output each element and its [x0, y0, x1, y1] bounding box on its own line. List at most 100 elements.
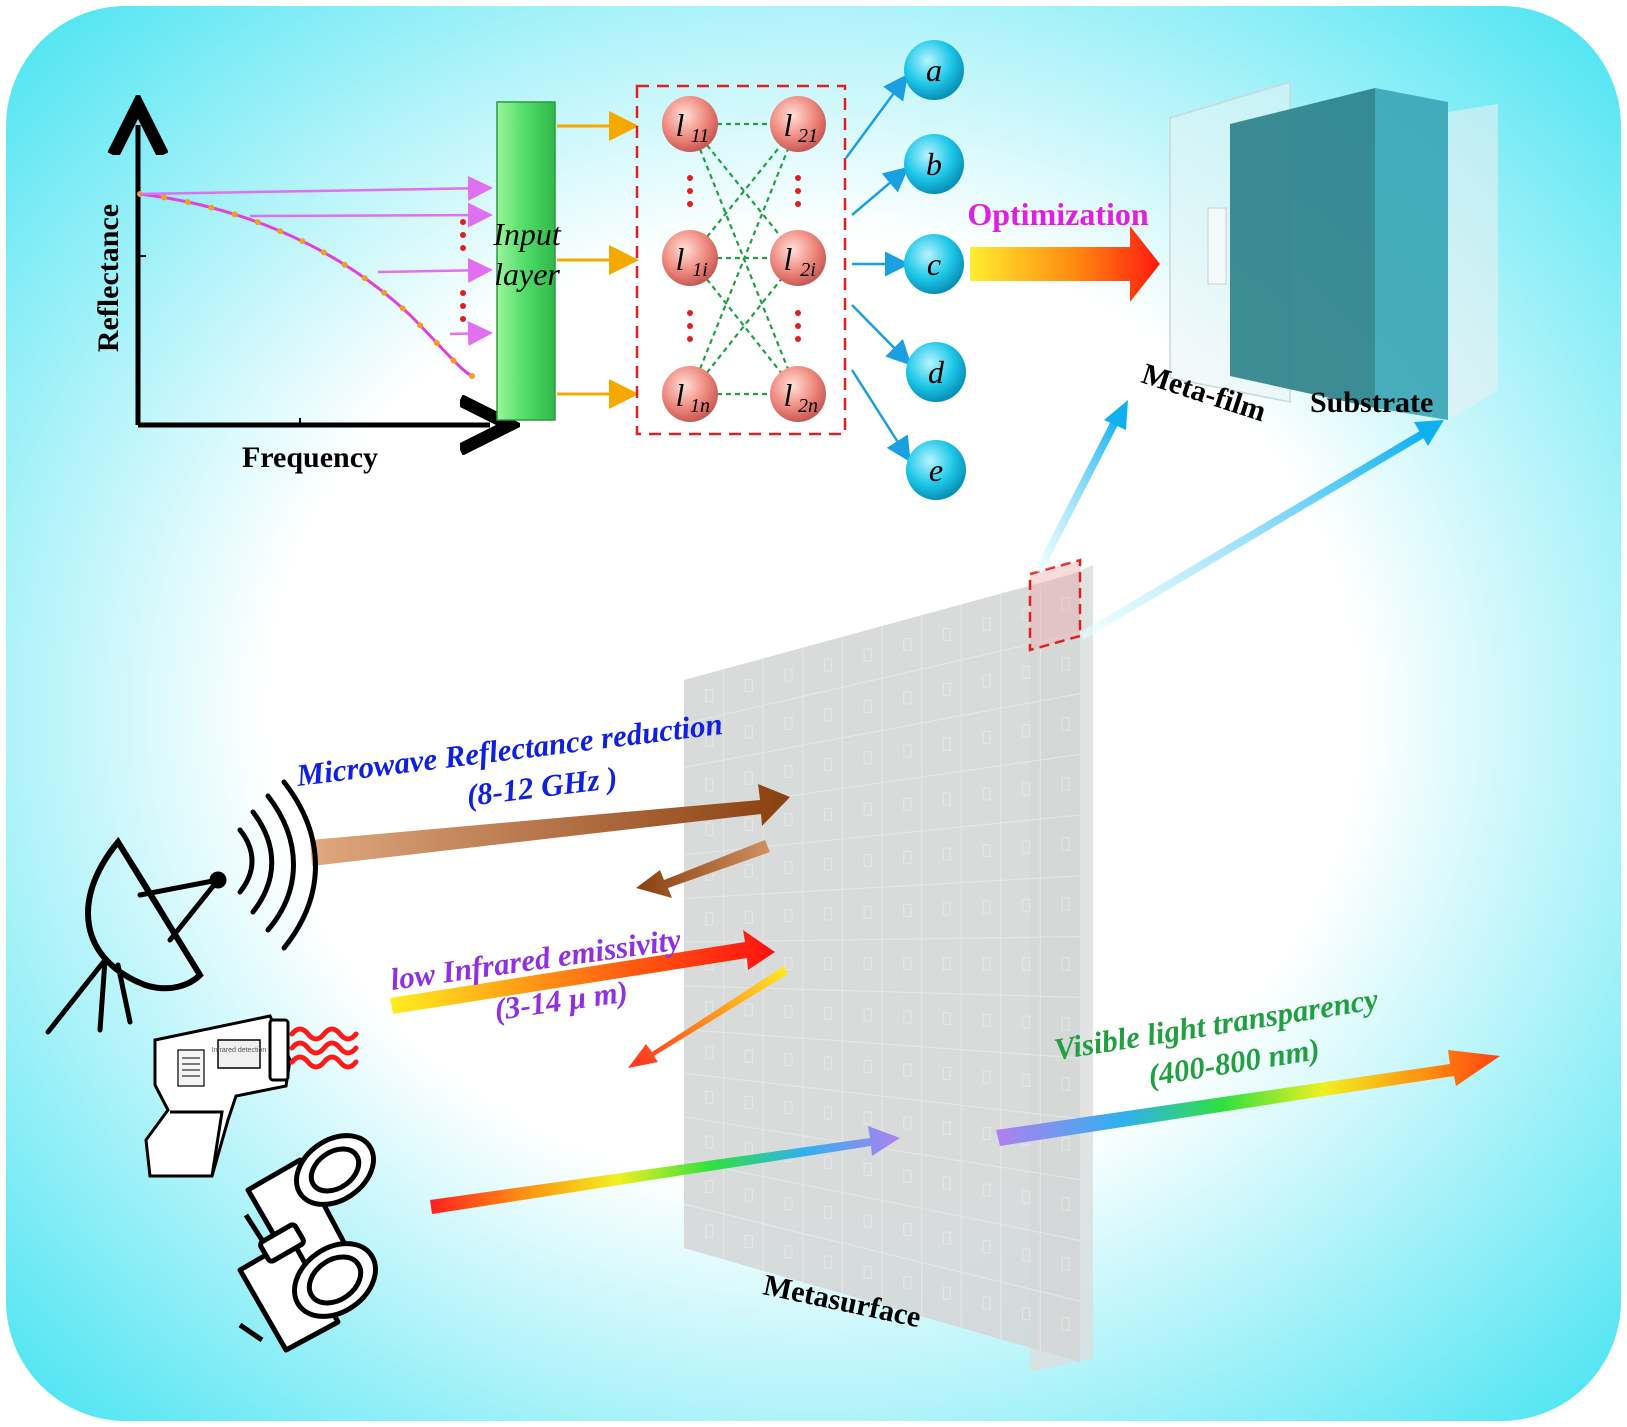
unit-cell-pattern — [744, 771, 753, 785]
unit-cell-pattern — [784, 956, 793, 971]
curve-to-input-arrows — [139, 175, 493, 347]
unit-cell-pattern — [982, 730, 991, 745]
satellite-dish-icon — [45, 779, 318, 1035]
unit-cell-pattern — [982, 844, 991, 858]
unit-cell-pattern — [982, 1070, 991, 1084]
infrared-reflected-arrow — [628, 966, 788, 1068]
svg-text:1n: 1n — [690, 395, 710, 417]
unit-cell-pattern — [982, 1183, 991, 1197]
curve-marker — [320, 249, 327, 256]
unit-cell-pattern — [784, 668, 793, 682]
unit-cell-pattern — [705, 1001, 714, 1015]
unit-cell-pattern — [942, 1231, 951, 1245]
unit-cell-pattern — [705, 1090, 714, 1104]
unit-cell-pattern — [942, 1176, 951, 1190]
unit-cell-pattern — [942, 1066, 951, 1081]
unit-cell-pattern — [863, 1214, 872, 1228]
svg-text:c: c — [927, 246, 941, 282]
grid-row-line — [683, 1028, 1081, 1059]
unit-cell-pattern — [903, 1063, 912, 1077]
unit-cell-pattern — [744, 864, 753, 878]
unit-cell-pattern — [1021, 724, 1031, 738]
unit-cell-pattern — [744, 1095, 753, 1110]
unit-cell-pattern — [982, 1296, 991, 1310]
reflectance-plot: Reflectance Frequency — [92, 125, 490, 474]
unit-cell-pattern — [705, 822, 714, 837]
svg-text:2n: 2n — [798, 395, 818, 417]
unit-cell-pattern — [823, 1205, 833, 1219]
unit-cell-pattern — [1021, 1190, 1031, 1204]
unit-cell-pattern — [942, 737, 951, 751]
unit-cell-pattern — [863, 854, 872, 868]
unit-cell-pattern — [1061, 837, 1070, 851]
unit-cell-pattern — [784, 1005, 793, 1019]
output-node-c: c — [904, 234, 964, 294]
hidden-to-output-arrows — [844, 73, 912, 463]
curve-marker — [277, 228, 284, 235]
unit-cell-pattern — [823, 1006, 833, 1020]
input-to-hidden-arrows — [557, 111, 639, 409]
unit-cell-pattern — [863, 1265, 872, 1280]
y-axis-label: Reflectance — [92, 204, 125, 352]
unit-cell-pattern — [744, 910, 753, 924]
unit-cell-pattern — [863, 1111, 872, 1125]
unit-cell-pattern — [744, 1003, 753, 1017]
neuron-l11: l 11 — [662, 96, 718, 152]
curve-marker — [433, 339, 440, 346]
curve-marker — [450, 357, 457, 364]
unit-cell-pattern — [1061, 1017, 1070, 1031]
hidden-layers-box — [635, 84, 847, 436]
unit-cell-pattern — [823, 708, 833, 722]
unit-cell-pattern — [1061, 1257, 1070, 1271]
neuron-l1i: l 1i — [662, 230, 718, 286]
svg-text:21: 21 — [798, 125, 818, 147]
unit-cell-pattern — [863, 648, 872, 662]
unit-cell-pattern — [1061, 1137, 1070, 1151]
zoom-callout — [1028, 396, 1444, 652]
curve-marker — [160, 194, 167, 201]
curve-marker — [341, 261, 348, 268]
unit-cell-pattern — [1061, 1317, 1070, 1331]
neuron-l2i: l 2i — [770, 230, 826, 286]
output-nodes: a b c d e — [904, 40, 966, 500]
neuron-ellipsis — [687, 175, 801, 342]
meta-film-pattern — [1207, 207, 1227, 285]
unit-cell-pattern — [1021, 1015, 1031, 1029]
unit-cell-pattern — [744, 725, 753, 739]
unit-cell-pattern — [982, 957, 991, 971]
unit-cell-pattern — [705, 1180, 714, 1194]
neuron-l21: l 21 — [770, 96, 826, 152]
unit-cell-pattern — [1061, 777, 1070, 791]
unit-cell-pattern — [784, 1101, 793, 1115]
visible-incident-arrow — [430, 1126, 900, 1214]
svg-text:l: l — [784, 107, 793, 143]
unit-cell-pattern — [1021, 840, 1031, 854]
microwave-reflected-arrow — [636, 840, 770, 898]
unit-cell-pattern — [784, 1197, 793, 1211]
grid-row-line — [683, 692, 1081, 768]
unit-cell-pattern — [823, 1156, 833, 1170]
svg-text:l: l — [676, 377, 685, 413]
unit-cell-pattern — [705, 1135, 714, 1149]
hidden-layers: l 11 l 1i l 1n l 21 l 2i l 2n — [635, 84, 847, 436]
curve-marker — [299, 238, 306, 245]
unit-cell-pattern — [942, 682, 951, 696]
optimization-label: Optimization — [967, 196, 1149, 232]
unit-cell-pattern — [863, 751, 872, 765]
curve-marker — [399, 305, 406, 312]
infrared-incident-arrow — [390, 930, 775, 1014]
infrared-thermometer-icon: Infrared detection — [144, 1014, 292, 1178]
substrate-front-face — [1230, 88, 1375, 408]
curve-marker — [231, 211, 238, 218]
unit-cell-pattern — [942, 902, 951, 916]
unit-cell-pattern — [823, 658, 833, 672]
unit-cell-pattern — [744, 1234, 753, 1249]
unit-cell-pattern — [863, 1162, 872, 1177]
unit-cell-pattern — [744, 1188, 753, 1202]
unit-cell-pattern — [982, 1013, 991, 1027]
input-layer-label-line2: layer — [494, 256, 560, 292]
unit-cell-pattern — [705, 689, 714, 703]
input-layer: Input layer — [492, 101, 562, 421]
unit-cell-pattern — [903, 691, 912, 705]
thermometer-screen-text: Infrared detection — [212, 1047, 267, 1054]
